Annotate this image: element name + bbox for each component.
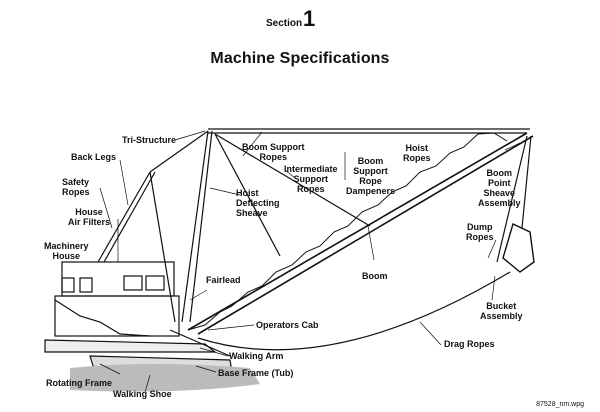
label-back-legs: Back Legs [71,152,117,162]
label-drag-ropes: Drag Ropes [444,339,495,349]
section-word: Section [266,18,303,29]
page-title: Machine Specifications [210,50,390,67]
label-walking-arm: Walking Arm [229,351,284,361]
label-rotating-frame: Rotating Frame [46,378,113,388]
file-name: 87528_nm.wpg [536,401,584,408]
label-boom: Boom [362,271,388,281]
label-tri-structure: Tri-Structure [122,135,177,145]
section-number: 1 [303,6,316,31]
label-operators-cab: Operators Cab [256,320,319,330]
label-fairlead: Fairlead [206,275,241,285]
label-base-frame: Base Frame (Tub) [218,368,294,378]
label-walking-shoe: Walking Shoe [113,389,172,399]
